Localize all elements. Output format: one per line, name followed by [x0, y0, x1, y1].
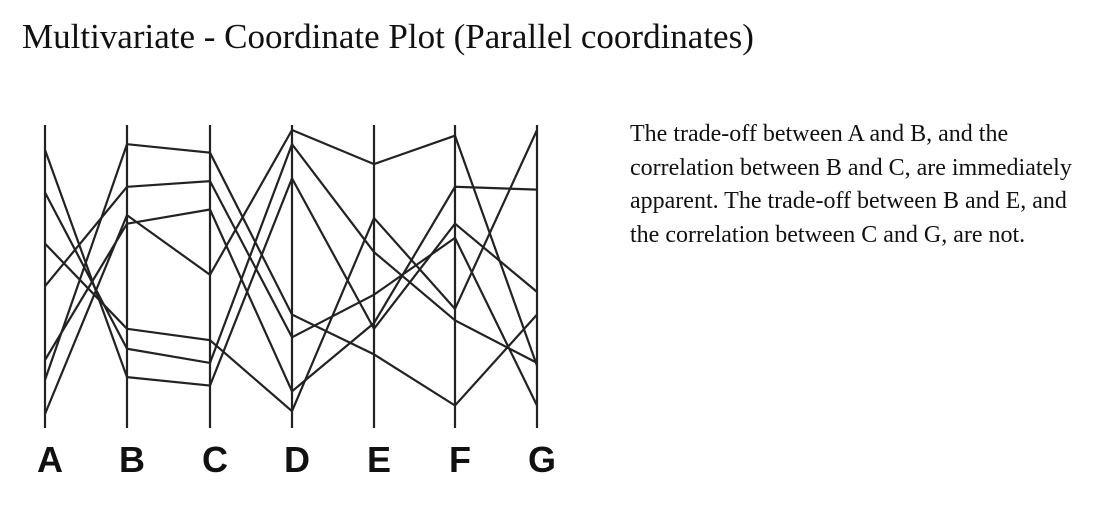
parallel-coordinates-svg: A B C D E F G [37, 125, 556, 480]
axis-label-a: A [37, 439, 63, 480]
axes-layer [43, 125, 539, 428]
axis-label-g: G [528, 439, 556, 480]
axis-labels-layer: A B C D E F G [37, 439, 556, 480]
caption-text: The trade-off between A and B, and the c… [630, 121, 1072, 248]
axis-label-e: E [367, 439, 391, 480]
axis-label-d: D [284, 439, 310, 480]
axis-label-c: C [202, 439, 228, 480]
axis-label-b: B [119, 439, 145, 480]
slide-title: Multivariate - Coordinate Plot (Parallel… [22, 17, 754, 56]
axis-label-f: F [449, 439, 471, 480]
parallel-coordinates-chart: A B C D E F G [0, 100, 580, 500]
